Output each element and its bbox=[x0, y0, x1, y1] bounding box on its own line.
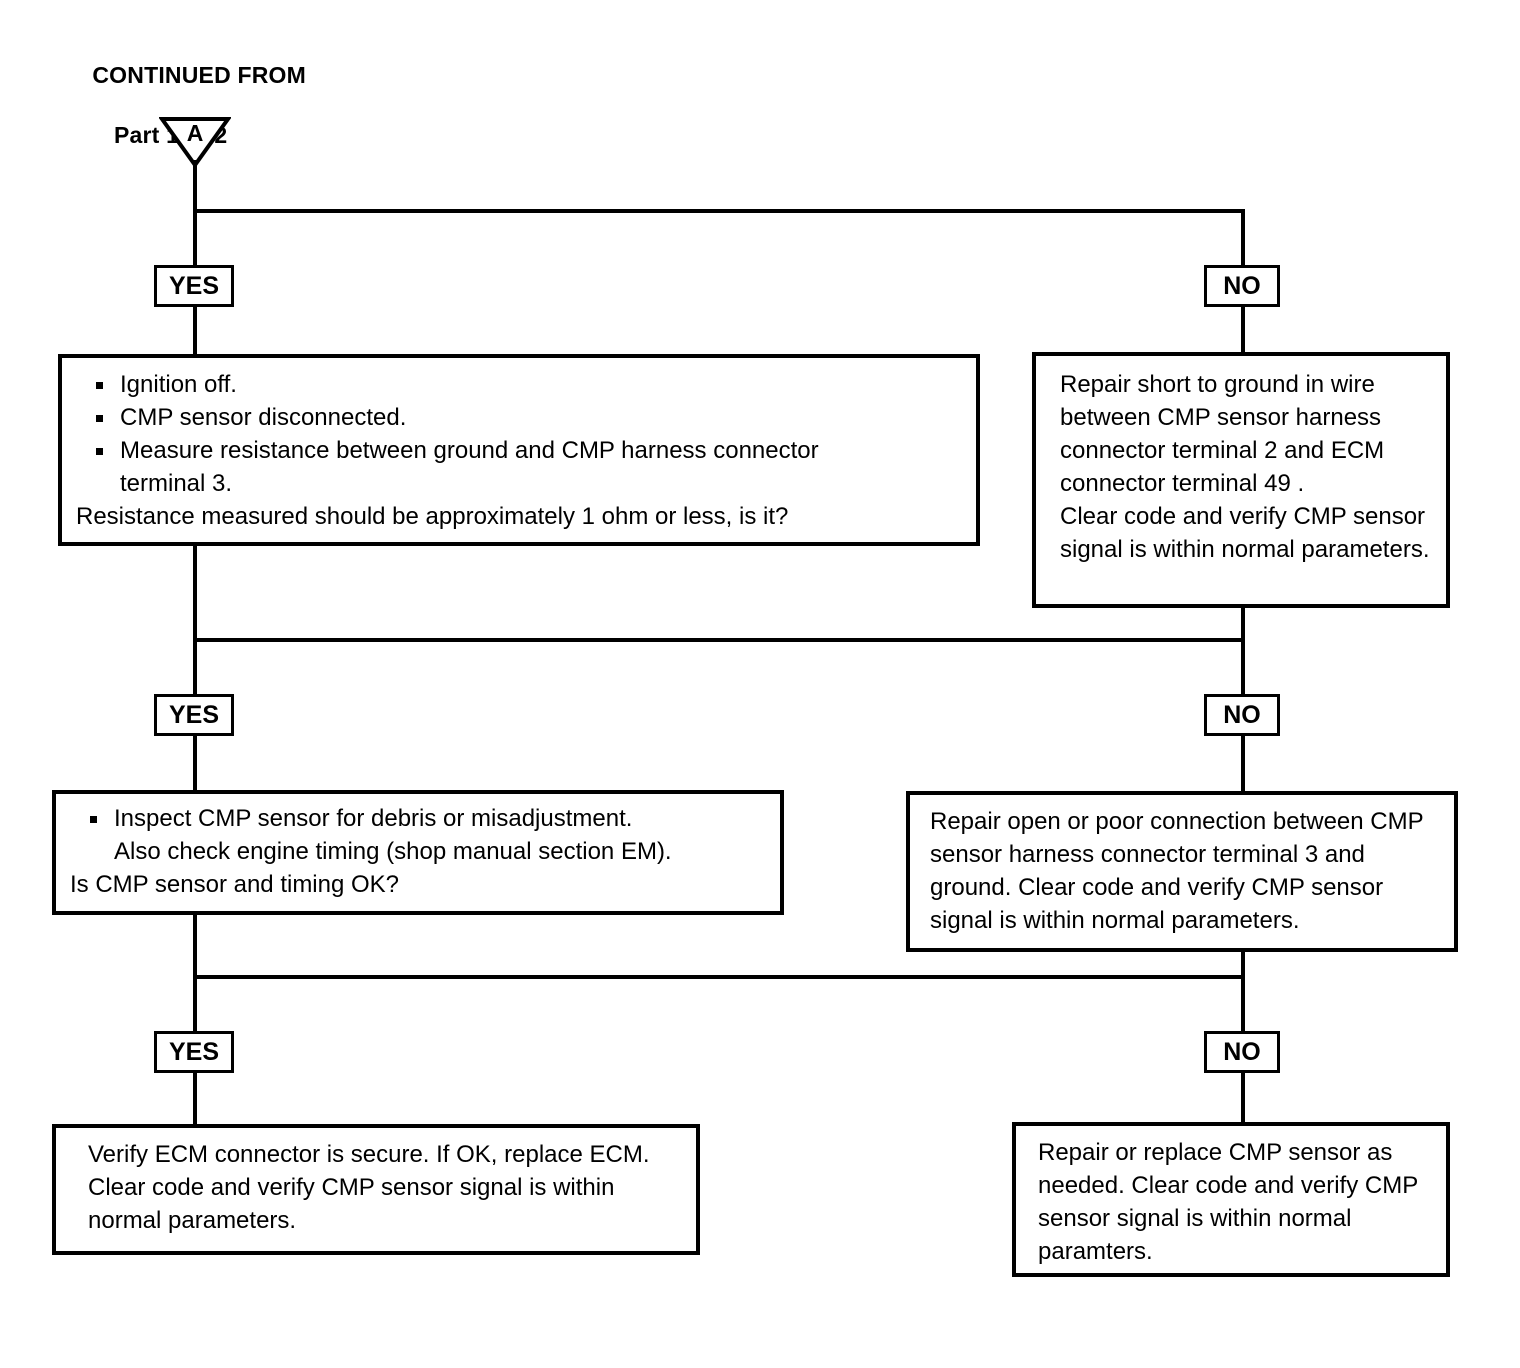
outcome-yes-final-text: Verify ECM connector is secure. If OK, r… bbox=[88, 1141, 650, 1234]
branch2-yes-label[interactable]: YES bbox=[154, 694, 234, 736]
outcome-yes-final-box: Verify ECM connector is secure. If OK, r… bbox=[52, 1124, 700, 1255]
line-step2-to-branch3 bbox=[193, 915, 197, 978]
branch1-no-label[interactable]: NO bbox=[1204, 265, 1280, 307]
outcome-no-2-text: Repair open or poor connection between C… bbox=[930, 808, 1424, 934]
list-item: Ignition off. bbox=[76, 368, 962, 401]
branch1-yes-label[interactable]: YES bbox=[154, 265, 234, 307]
step-1-question-text: Resistance measured should be approximat… bbox=[76, 503, 789, 530]
branch1-horizontal-line bbox=[193, 209, 1245, 213]
outcome-no-1-box: Repair short to ground in wire between C… bbox=[1032, 352, 1450, 608]
branch2-no-text: NO bbox=[1223, 700, 1261, 729]
step-1-bullet-list: Ignition off. CMP sensor disconnected. M… bbox=[76, 368, 962, 500]
triangle-down-icon bbox=[159, 116, 231, 168]
branch3-no-label[interactable]: NO bbox=[1204, 1031, 1280, 1073]
outcome-no-1-text: Repair short to ground in wire between C… bbox=[1060, 371, 1430, 563]
step-2-bullet-1: Inspect CMP sensor for debris or misadju… bbox=[114, 805, 633, 832]
step-1-bullet-2: CMP sensor disconnected. bbox=[120, 404, 407, 431]
line-step1-to-branch2 bbox=[193, 546, 197, 641]
line-connector-to-branch1 bbox=[193, 160, 197, 212]
list-item: CMP sensor disconnected. bbox=[76, 401, 962, 434]
step-2-question-box: Inspect CMP sensor for debris or misadju… bbox=[52, 790, 784, 915]
step-1-bullet-3-cont: terminal 3. bbox=[120, 470, 233, 497]
branch1-yes-text: YES bbox=[168, 271, 220, 300]
line-outcome-no-1-down bbox=[1241, 608, 1245, 641]
branch3-yes-label[interactable]: YES bbox=[154, 1031, 234, 1073]
branch3-yes-text: YES bbox=[168, 1037, 220, 1066]
branch2-no-label[interactable]: NO bbox=[1204, 694, 1280, 736]
outcome-no-3-box: Repair or replace CMP sensor as needed. … bbox=[1012, 1122, 1450, 1277]
list-item: Measure resistance between ground and CM… bbox=[76, 434, 962, 500]
connector-label-a: A bbox=[186, 120, 204, 146]
step-1-bullet-1: Ignition off. bbox=[120, 371, 237, 398]
branch1-no-text: NO bbox=[1223, 271, 1261, 300]
list-item: Inspect CMP sensor for debris or misadju… bbox=[70, 802, 766, 868]
step-1-question-box: Ignition off. CMP sensor disconnected. M… bbox=[58, 354, 980, 546]
step-2-bullet-1-cont: Also check engine timing (shop manual se… bbox=[114, 838, 672, 865]
page-title-line1: CONTINUED FROM bbox=[92, 62, 306, 88]
outcome-no-2-box: Repair open or poor connection between C… bbox=[906, 791, 1458, 952]
step-2-bullet-list: Inspect CMP sensor for debris or misadju… bbox=[70, 802, 766, 868]
branch2-yes-text: YES bbox=[168, 700, 220, 729]
branch3-no-text: NO bbox=[1223, 1037, 1261, 1066]
line-outcome-no-2-down bbox=[1241, 952, 1245, 978]
step-2-question-text: Is CMP sensor and timing OK? bbox=[70, 871, 400, 898]
outcome-no-3-text: Repair or replace CMP sensor as needed. … bbox=[1038, 1139, 1418, 1265]
step-1-bullet-3: Measure resistance between ground and CM… bbox=[120, 437, 819, 464]
branch3-horizontal-line bbox=[193, 975, 1245, 979]
branch2-horizontal-line bbox=[193, 638, 1245, 642]
